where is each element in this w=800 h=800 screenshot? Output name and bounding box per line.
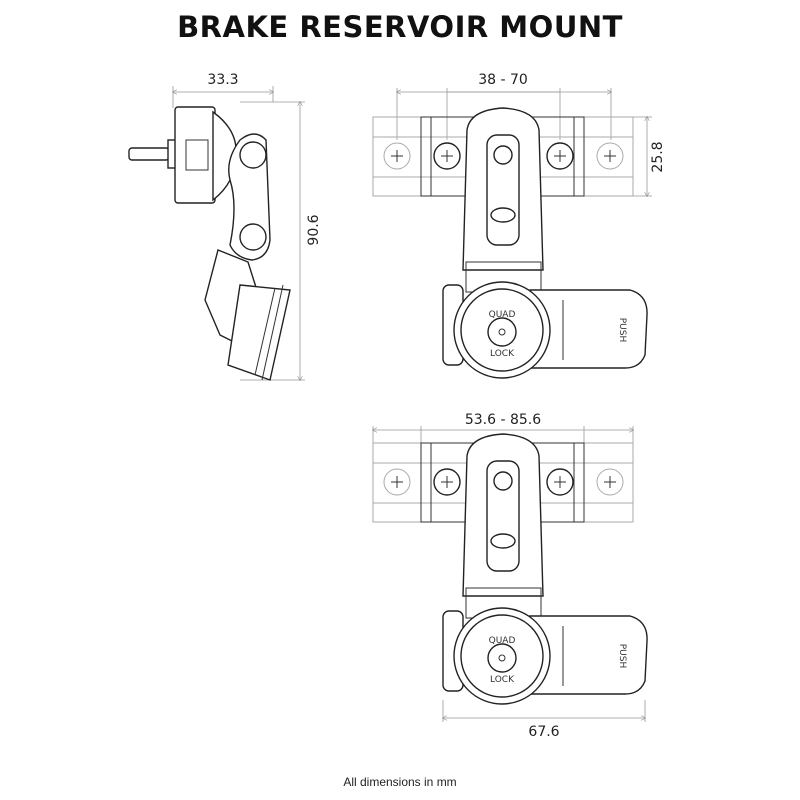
front-view-wide: 53.6 - 85.6 QUAD LOCK PUSH 67.6 [373,412,648,740]
push-tab-label: PUSH [617,318,627,343]
side-view: 33.3 90.6 [128,72,322,381]
side-width-dimension: 33.3 [207,72,238,88]
clamp-span-dimension: 38 - 70 [478,72,528,88]
clamp-height-dimension: 25.8 [650,141,666,172]
logo-quad-text: QUAD [489,310,516,320]
side-height-dimension: 90.6 [306,214,322,245]
logo-lock-text: LOCK [490,675,515,685]
push-tab-label: PUSH [617,644,627,669]
units-note: All dimensions in mm [343,775,457,789]
overall-width-dimension: 67.6 [528,724,559,740]
page-title: BRAKE RESERVOIR MOUNT [177,10,623,44]
logo-quad-text: QUAD [489,636,516,646]
logo-lock-text: LOCK [490,349,515,359]
wide-span-dimension: 53.6 - 85.6 [465,412,541,428]
front-view-narrow: 38 - 70 25.8 QUAD LOCK PUSH [372,72,666,379]
